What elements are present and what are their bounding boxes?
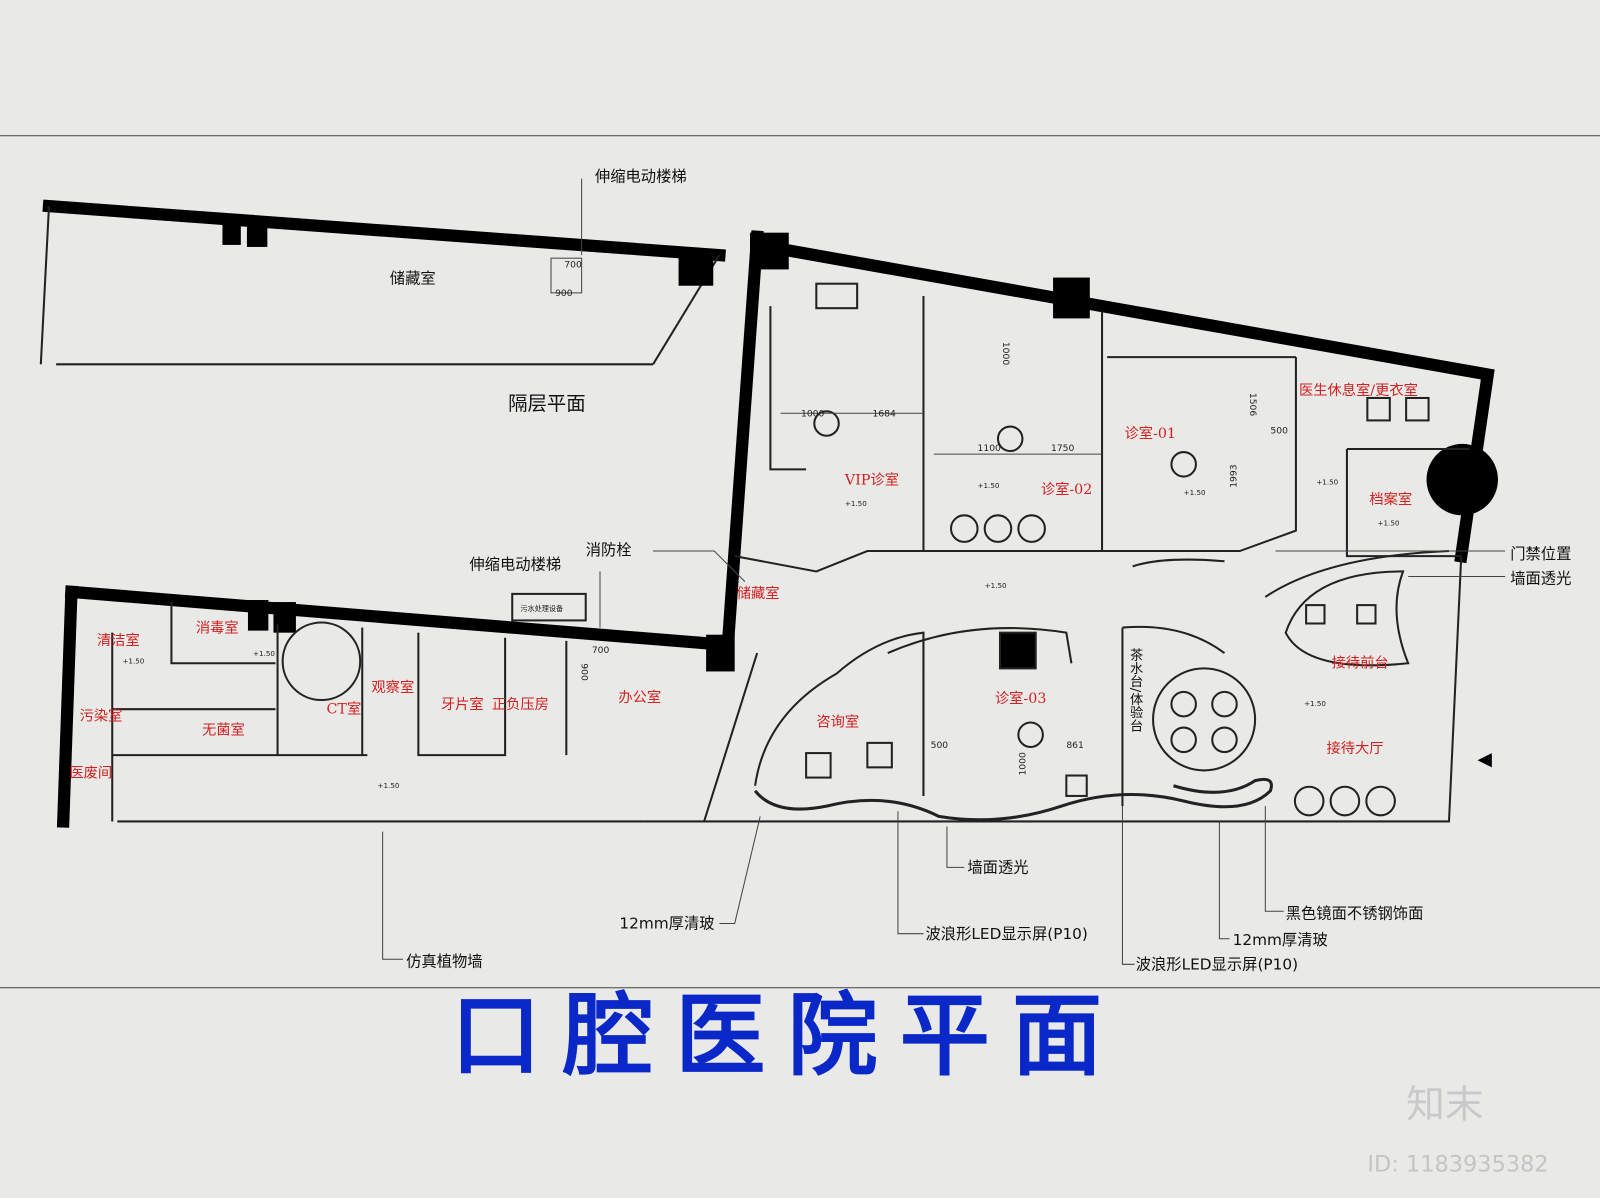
- level-mark: +1.50: [985, 581, 1007, 590]
- room-label-consult: 咨询室: [816, 714, 859, 731]
- level-mark: +1.50: [1184, 488, 1206, 497]
- watermark-id: ID: 1183935382: [1367, 1151, 1548, 1177]
- level-marks: +1.50 +1.50 +1.50 +1.50 +1.50 +1.50 +1.5…: [122, 478, 1399, 790]
- entrance-arrow-icon: [1477, 753, 1492, 768]
- sewage-equipment: [511, 592, 587, 622]
- furniture: [281, 282, 1430, 817]
- room-label-observe: 观察室: [371, 678, 414, 696]
- callout-glass-left: 12mm厚清玻: [619, 915, 714, 933]
- callout-stair: 伸缩电动楼梯: [469, 555, 561, 573]
- room-label-lobby: 接待大厅: [1327, 740, 1384, 757]
- column-round: [1426, 443, 1498, 516]
- dim-text: 900: [555, 288, 573, 299]
- room-label-storage: 储藏室: [390, 270, 436, 288]
- room-label-sterile: 无菌室: [202, 722, 245, 739]
- mezzanine-title: 隔层平面: [508, 392, 586, 415]
- room-label-02: 诊室-02: [1041, 481, 1093, 498]
- dim-text: 1750: [1051, 443, 1075, 454]
- dim-text: 1684: [872, 408, 896, 419]
- room-label-03: 诊室-03: [995, 690, 1047, 707]
- room-label-contaminated: 污染室: [80, 707, 123, 724]
- room-label-archive: 档案室: [1369, 490, 1412, 508]
- callout-led-2: 波浪形LED显示屏(P10): [1136, 955, 1298, 973]
- room-label-ct: CT室: [327, 700, 362, 717]
- dim-text: 500: [931, 740, 949, 751]
- callout-wall-light-bottom: 墙面透光: [967, 858, 1028, 876]
- watermark-logo: 知末: [1406, 1082, 1484, 1127]
- room-labels: VIP诊室 诊室-02 诊室-01 医生休息室/更衣室 档案室 储藏室 诊室-0…: [69, 382, 1418, 782]
- level-mark: +1.50: [978, 481, 1000, 490]
- dim-text: 1100: [978, 443, 1002, 454]
- level-mark: +1.50: [122, 656, 144, 665]
- callouts: 消防栓 伸缩电动楼梯 门禁位置 墙面透光 墙面透光 12mm厚清玻 波浪形LED…: [382, 541, 1571, 973]
- level-mark: +1.50: [253, 649, 275, 658]
- callout-fire-hydrant: 消防栓: [586, 541, 632, 559]
- room-label-office: 办公室: [618, 689, 661, 706]
- room-label-clean: 清洁室: [97, 632, 140, 649]
- wavy-led-screen: [753, 777, 1273, 822]
- dim-text: 700: [592, 645, 610, 656]
- room-label-reception-desk: 接待前台: [1332, 654, 1389, 671]
- drawing-title: 口腔医院平面: [451, 984, 1124, 1088]
- dim-text: 700: [564, 259, 582, 270]
- callout-steel: 黑色镜面不锈钢饰面: [1286, 904, 1424, 922]
- dim-text: 900: [579, 663, 590, 681]
- level-mark: +1.50: [1304, 699, 1326, 708]
- room-label-waste: 医废间: [69, 765, 112, 782]
- room-label-01: 诊室-01: [1124, 425, 1176, 442]
- callout-plant-wall: 仿真植物墙: [406, 952, 483, 970]
- dimensions: 1000 1684 1000 1100 1750 1506 500 1993 5…: [579, 342, 1288, 776]
- dim-text: 1000: [1018, 752, 1029, 776]
- curved-rooms: [753, 625, 1273, 822]
- partitions: [111, 295, 1470, 822]
- level-mark: +1.50: [378, 781, 400, 790]
- room-label-vip: VIP诊室: [844, 472, 899, 489]
- equipment-label-sewage: 污水处理设备: [520, 604, 563, 613]
- dim-text: 861: [1066, 740, 1084, 751]
- dim-text: 1000: [1000, 342, 1011, 366]
- walls: [56, 230, 1498, 828]
- callout-stair-upper: 伸缩电动楼梯: [595, 168, 687, 186]
- mezzanine-plan: 700 900 储藏室 隔层平面 伸缩电动楼梯: [39, 168, 726, 415]
- room-label-rest: 医生休息室/更衣室: [1299, 382, 1418, 399]
- room-label-xray: 牙片室: [441, 696, 484, 713]
- dim-text: 500: [1270, 426, 1288, 437]
- dim-text: 1506: [1247, 393, 1258, 417]
- callout-glass-right: 12mm厚清玻: [1233, 931, 1328, 949]
- level-mark: +1.50: [845, 499, 867, 508]
- room-label-disinfect: 消毒室: [196, 620, 239, 637]
- callout-access: 门禁位置: [1510, 545, 1571, 563]
- dim-text: 1993: [1229, 464, 1240, 488]
- callout-led-1: 波浪形LED显示屏(P10): [926, 925, 1088, 943]
- room-label-storage-main: 储藏室: [737, 585, 780, 602]
- level-mark: +1.50: [1378, 519, 1400, 528]
- room-label-pressure: 正负压房: [492, 696, 549, 713]
- room-label-tea: 茶水台/体验台: [1127, 648, 1143, 733]
- callout-wall-light-right: 墙面透光: [1510, 570, 1571, 588]
- level-mark: +1.50: [1316, 478, 1338, 487]
- dim-text: 1000: [801, 408, 825, 419]
